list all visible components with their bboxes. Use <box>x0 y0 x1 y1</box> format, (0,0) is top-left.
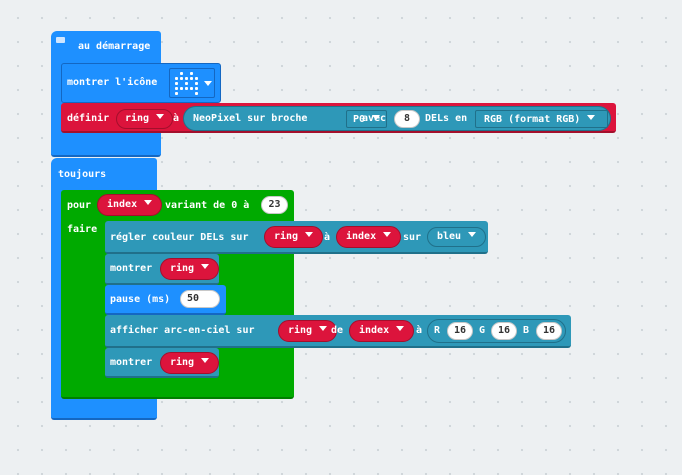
show1-label: montrer <box>110 263 153 274</box>
pause-label: pause (ms) <box>110 294 171 305</box>
set-pixel-label: régler couleur DELs sur <box>110 232 249 243</box>
leds-in-label: DELs en <box>425 113 468 124</box>
rainbow-label: afficher arc-en-ciel sur <box>110 325 255 336</box>
on-start-icon <box>56 37 66 45</box>
show-icon-label: montrer l'icône <box>67 77 158 88</box>
define-var-dropdown[interactable]: ring <box>116 109 174 129</box>
on-start-label: au démarrage <box>78 41 151 52</box>
show2-label: montrer <box>110 357 153 368</box>
r-input[interactable]: 16 <box>447 322 473 340</box>
rainbow-to-label: à <box>416 325 423 336</box>
set-pixel-at-label: à <box>324 232 331 243</box>
b-label: B <box>523 325 530 336</box>
loop-var-dropdown[interactable]: index <box>97 194 163 216</box>
space-invader-icon <box>175 72 198 95</box>
chevron-down-icon <box>204 81 212 86</box>
r-label: R <box>434 325 441 336</box>
with-label-visible: avec <box>362 113 387 124</box>
set-pixel-index-dropdown[interactable]: index <box>336 226 402 248</box>
forever-label: toujours <box>58 169 107 180</box>
g-input[interactable]: 16 <box>491 322 517 340</box>
pause-input[interactable]: 50 <box>180 290 220 308</box>
icon-picker[interactable] <box>169 68 215 98</box>
range-label: variant de 0 à <box>165 200 250 211</box>
rainbow-from-label: de <box>331 325 344 336</box>
g-label: G <box>479 325 486 336</box>
rainbow-strip-dropdown[interactable]: ring <box>278 320 338 342</box>
for-label: pour <box>67 200 92 211</box>
rainbow-index-dropdown[interactable]: index <box>349 320 415 342</box>
led-count-input[interactable]: 8 <box>394 110 420 128</box>
neopixel-label: NeoPixel sur broche <box>193 113 308 124</box>
b-input[interactable]: 16 <box>536 322 562 340</box>
set-pixel-on-label: sur <box>403 232 422 243</box>
range-end-input[interactable]: 23 <box>261 196 288 214</box>
set-pixel-strip-dropdown[interactable]: ring <box>264 226 324 248</box>
do-label: faire <box>67 224 98 235</box>
mode-dropdown[interactable]: RGB (format RGB) <box>475 110 608 128</box>
pin-dropdown[interactable]: P0 <box>346 110 388 128</box>
show1-strip-dropdown[interactable]: ring <box>160 258 220 280</box>
define-to-label: à <box>173 113 180 124</box>
color-dropdown[interactable]: bleu <box>427 227 487 247</box>
show2-strip-dropdown[interactable]: ring <box>160 352 220 374</box>
define-label: définir <box>67 113 110 124</box>
